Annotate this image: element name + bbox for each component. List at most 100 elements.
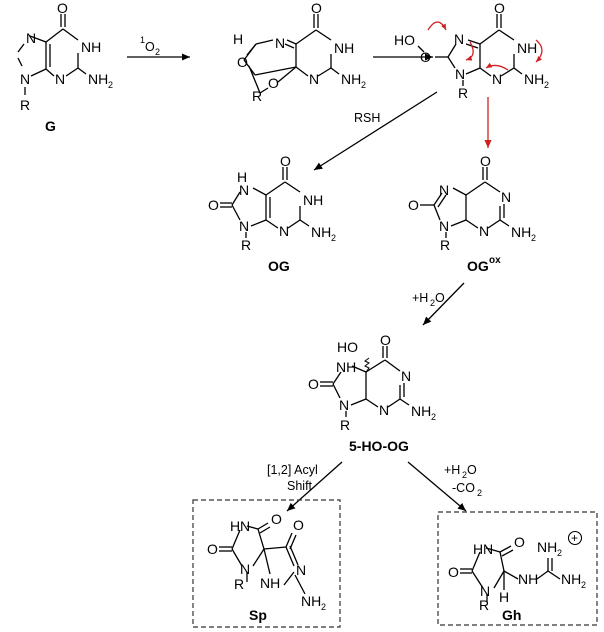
svg-text:N: N	[240, 518, 250, 534]
svg-text:N: N	[479, 223, 489, 239]
svg-text:2: 2	[108, 80, 113, 90]
svg-text:R: R	[241, 237, 251, 253]
compound-label-gh: Gh	[502, 607, 521, 623]
svg-text:2: 2	[430, 298, 435, 308]
svg-text:O: O	[494, 0, 505, 16]
reagent-water-1: +H 2 O	[412, 291, 445, 308]
svg-text:O: O	[448, 564, 459, 580]
svg-text:O: O	[280, 153, 291, 169]
svg-text:2: 2	[321, 602, 326, 612]
svg-text:N: N	[439, 218, 449, 234]
svg-text:N: N	[296, 562, 306, 578]
svg-text:N: N	[239, 218, 249, 234]
arrow-rsh-to-og	[313, 91, 438, 171]
svg-text:NH: NH	[336, 359, 356, 375]
svg-text:-CO: -CO	[452, 481, 475, 495]
svg-text:O: O	[467, 463, 477, 477]
svg-text:R: R	[479, 597, 489, 613]
svg-text:OG: OG	[467, 258, 489, 274]
svg-text:2: 2	[462, 470, 467, 480]
svg-text:Shift: Shift	[287, 479, 313, 493]
svg-text:NH: NH	[537, 539, 557, 555]
svg-text:+: +	[571, 531, 578, 545]
svg-text:NH: NH	[561, 571, 581, 587]
svg-text:NH: NH	[81, 39, 101, 55]
compound-label-ogox: OG ox	[467, 255, 501, 274]
svg-text:O: O	[514, 534, 525, 550]
svg-text:ox: ox	[489, 255, 501, 266]
svg-text:H: H	[233, 31, 243, 47]
svg-text:N: N	[55, 71, 65, 87]
svg-text:N: N	[483, 541, 493, 557]
svg-text:R: R	[340, 417, 350, 433]
svg-text:2: 2	[477, 488, 482, 498]
svg-text:H: H	[473, 541, 483, 557]
hoog-structure	[320, 346, 410, 417]
svg-text:NH: NH	[517, 40, 537, 56]
svg-text:2: 2	[544, 80, 549, 90]
svg-text:NH: NH	[334, 40, 354, 56]
svg-text:O: O	[268, 75, 279, 91]
svg-text:R: R	[20, 97, 30, 113]
electron-pushing-arrows	[427, 21, 543, 71]
svg-text:NH: NH	[518, 571, 538, 587]
gh-structure	[460, 545, 561, 602]
svg-text:R: R	[440, 237, 450, 253]
svg-text:NH: NH	[524, 71, 544, 87]
svg-text:N: N	[339, 397, 349, 413]
svg-text:O: O	[293, 517, 304, 533]
svg-text:R: R	[458, 85, 468, 101]
svg-text:2: 2	[581, 580, 586, 590]
svg-text:NH: NH	[341, 71, 361, 87]
svg-text:O: O	[308, 376, 319, 392]
svg-text:O: O	[145, 40, 155, 54]
svg-text:1: 1	[140, 35, 145, 45]
svg-text:N: N	[401, 368, 411, 384]
svg-text:N: N	[275, 35, 285, 51]
svg-text:2: 2	[431, 412, 436, 422]
svg-text:NH: NH	[88, 71, 108, 87]
svg-text:NH: NH	[303, 192, 323, 208]
og-structure	[220, 167, 310, 238]
svg-text:N: N	[239, 182, 249, 198]
sp-structure	[219, 522, 306, 595]
ogox-structure	[420, 167, 510, 238]
reagent-water-2: +H 2 O -CO 2	[444, 463, 482, 498]
arrow-acyl-shift	[286, 461, 343, 512]
svg-text:R: R	[234, 576, 244, 592]
endoperoxide-structure	[243, 14, 340, 94]
svg-text:N: N	[20, 71, 30, 87]
guanine-structure	[17, 14, 87, 95]
svg-text:N: N	[240, 561, 250, 577]
svg-text:N: N	[439, 182, 449, 198]
svg-text:N: N	[501, 189, 511, 205]
arrow-water-addition	[422, 282, 465, 326]
compound-label-g: G	[45, 118, 56, 134]
svg-text:O: O	[408, 197, 419, 213]
svg-text:[1,2] Acyl: [1,2] Acyl	[267, 463, 318, 477]
compound-label-og: OG	[268, 258, 290, 274]
svg-text:+H: +H	[412, 291, 428, 305]
svg-text:O: O	[380, 332, 391, 348]
svg-text:O: O	[208, 197, 219, 213]
svg-text:O: O	[57, 0, 68, 16]
svg-text:O: O	[271, 511, 282, 527]
svg-text:2: 2	[361, 80, 366, 90]
svg-text:+H: +H	[444, 463, 460, 477]
svg-text:NH: NH	[411, 403, 431, 419]
compound-label-5-ho-og: 5-HO-OG	[349, 438, 409, 454]
svg-text:N: N	[279, 223, 289, 239]
svg-text:H: H	[237, 169, 247, 185]
svg-text:R: R	[252, 88, 262, 104]
svg-text:NH: NH	[301, 593, 321, 609]
svg-text:N: N	[480, 583, 490, 599]
reagent-singlet-oxygen: 1 O 2	[140, 35, 160, 57]
hydroperoxide-structure	[435, 14, 523, 86]
arrow-to-gh	[407, 461, 467, 512]
